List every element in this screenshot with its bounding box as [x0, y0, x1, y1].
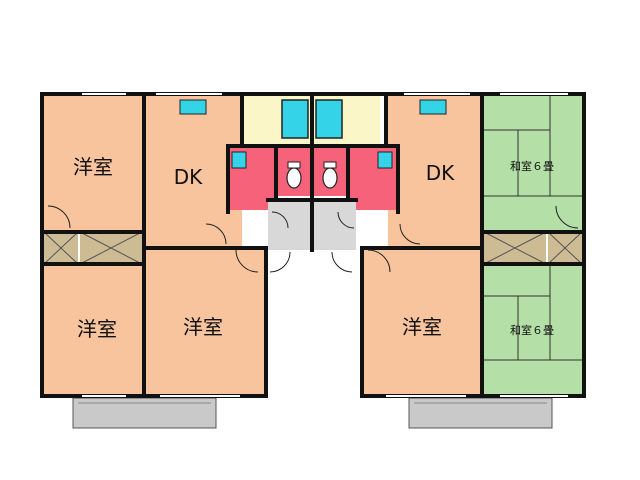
label-japanese-top-right: 和室６畳 [510, 159, 554, 173]
washbasin-right [377, 151, 393, 169]
bathtub-right [315, 99, 343, 139]
tatami-lines-top [484, 96, 582, 197]
fridge-right [419, 99, 447, 115]
fridge-left [179, 99, 207, 115]
room-japanese-top-right [484, 96, 582, 232]
hall-left [268, 200, 310, 250]
label-dk-left: DK [174, 165, 203, 189]
hall-right [314, 200, 356, 250]
label-western-bottom-right: 洋室 [402, 315, 442, 339]
label-dk-right: DK [426, 161, 455, 185]
walls [40, 92, 586, 398]
label-western-bottom-left: 洋室 [77, 317, 117, 341]
room-western-bottom-left [44, 264, 142, 394]
room-dk-right [388, 96, 482, 248]
room-western-bottom-center [146, 250, 264, 394]
label-japanese-bottom-right: 和室６畳 [510, 323, 554, 337]
door-swings [47, 205, 579, 273]
room-western-bottom-right [364, 250, 482, 394]
toilet-left [286, 167, 302, 189]
washbasin-left [231, 151, 247, 169]
label-western-bottom-center: 洋室 [183, 315, 223, 339]
label-western-top-left: 洋室 [73, 155, 113, 179]
windows [82, 93, 568, 397]
toilet-right [322, 167, 338, 189]
room-japanese-bottom-right [484, 264, 582, 394]
tatami-lines-bottom [484, 264, 582, 361]
bathtub-left [281, 99, 309, 139]
